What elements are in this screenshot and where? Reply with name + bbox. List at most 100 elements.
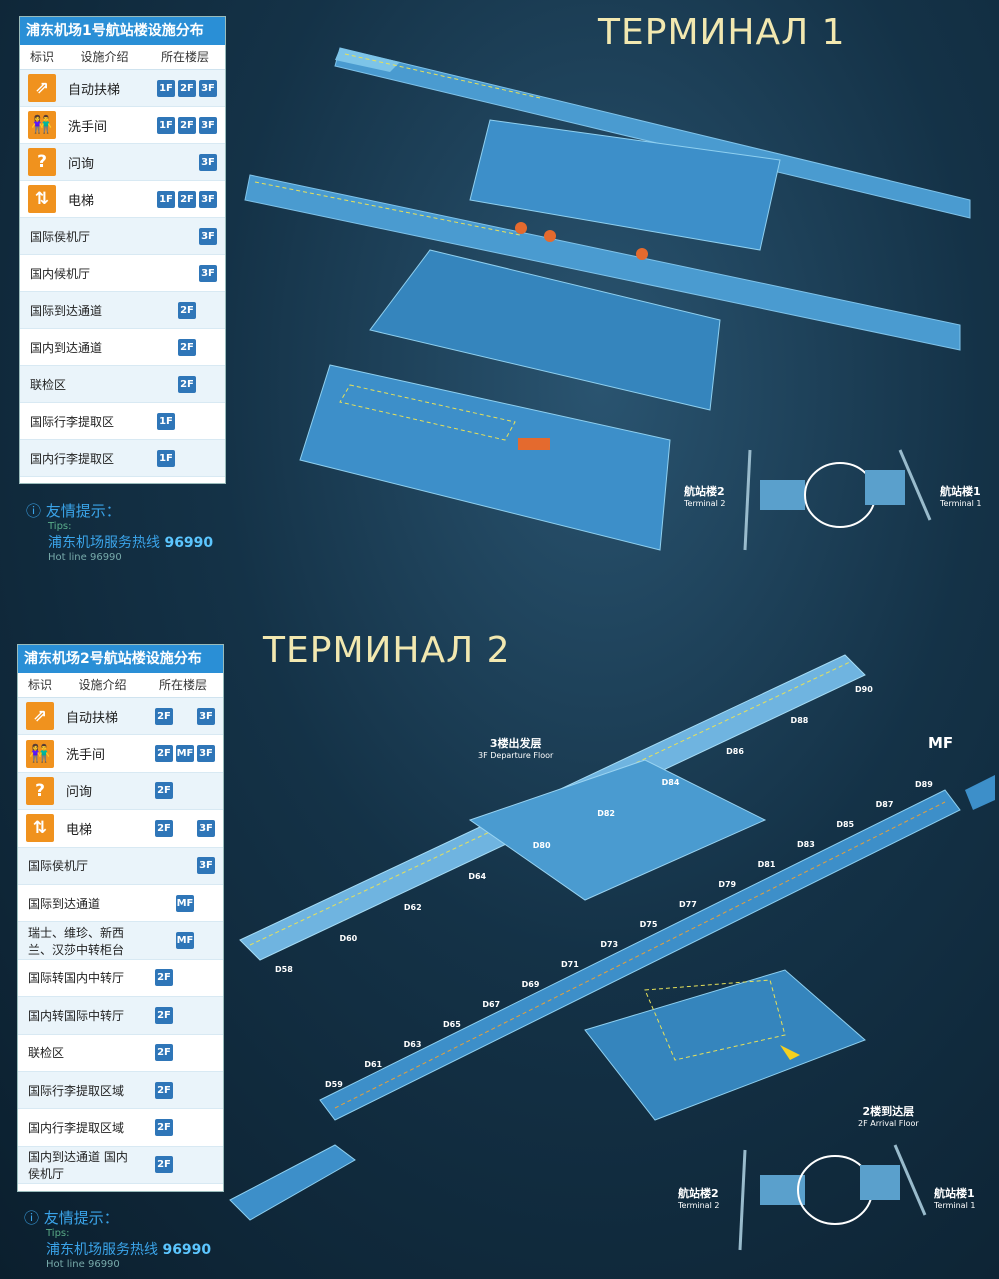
floor-badge — [199, 339, 217, 356]
gate-label: D65 — [443, 1020, 461, 1029]
info-icon: ⓘ — [26, 502, 42, 520]
floor-badge — [178, 228, 196, 245]
floor-badge — [197, 932, 215, 949]
floor-badge — [176, 1007, 194, 1024]
gate-label: D85 — [836, 820, 855, 829]
legend-row: 国际到达通道 MF — [18, 885, 223, 923]
mf-floor-label: MF — [928, 734, 954, 752]
gate-label: D75 — [639, 920, 658, 929]
floor-badge — [176, 1044, 194, 1061]
legend-header: 标识 设施介绍 所在楼层 — [20, 45, 225, 70]
floor-badge — [199, 450, 217, 467]
header-desc-col: 设施介绍 — [78, 678, 127, 692]
floor-badge — [157, 265, 175, 282]
legend-row-label: 国内候机厅 — [30, 266, 91, 281]
gate-label: D84 — [661, 778, 680, 788]
tips-label-en: Tips: — [46, 1228, 70, 1239]
floor-badge: 3F — [199, 153, 217, 171]
legend-row: 国内到达通道 国内侯机厅 2F — [18, 1146, 223, 1185]
legend-row-label: 联检区 — [28, 1046, 65, 1061]
floor-badge — [176, 969, 194, 986]
gate-label: D61 — [364, 1060, 383, 1069]
floor-badge — [178, 154, 196, 171]
floor-badge: 3F — [199, 116, 217, 134]
floor-badge: 2F — [178, 79, 196, 97]
floor-badge: MF — [176, 745, 194, 763]
legend-row-label: 电梯 — [68, 193, 95, 209]
tips-label: 友情提示： — [45, 502, 121, 520]
floor-badge: 2F — [155, 969, 173, 987]
floor-badge: 1F — [157, 79, 175, 97]
floor-badge: 3F — [197, 819, 215, 837]
floor-badge: 1F — [157, 116, 175, 134]
floor-badge: 2F — [155, 819, 173, 837]
hotline-en: Hot line 96990 — [48, 552, 122, 563]
floor-badge — [197, 1119, 215, 1136]
legend-row-label: 国内行李提取区域 — [28, 1120, 125, 1135]
floor-badge — [178, 413, 196, 430]
terminal2-map — [229, 654, 995, 1251]
floor-badge — [176, 1082, 194, 1099]
floor-badge — [176, 708, 194, 725]
gate-label: D69 — [521, 980, 540, 989]
restroom-icon: 👫 — [28, 111, 56, 139]
legend-row-label: 国际到达通道 — [28, 896, 101, 911]
floor-badge: 2F — [155, 1081, 173, 1099]
floor-badge: 1F — [157, 449, 175, 467]
floor-badge: MF — [176, 894, 194, 912]
floor-badge — [178, 265, 196, 282]
floor-badge — [157, 154, 175, 171]
floor-badge: 3F — [199, 79, 217, 97]
question-icon: ? — [26, 776, 54, 805]
terminal1-map — [244, 47, 971, 551]
tips-label: 友情提示： — [43, 1209, 119, 1227]
gate-label: D60 — [339, 933, 358, 943]
hotline-text: 浦东机场服务热线 — [46, 1242, 158, 1258]
floor-badge — [155, 932, 173, 949]
gate-label: D90 — [855, 685, 873, 694]
floor-badge — [157, 376, 175, 393]
header-icon-col: 标识 — [27, 678, 52, 692]
legend-row-label: 自动扶梯 — [68, 82, 121, 98]
hotline-number: 96990 — [164, 535, 214, 551]
legend-row-label: 瑞士、维珍、新西兰、汉莎中转柜台 — [28, 925, 125, 957]
floor-badge: MF — [176, 932, 194, 950]
floor-badge: 2F — [155, 745, 173, 763]
legend-row-label: 洗手间 — [68, 119, 108, 135]
legend-row-label: 联检区 — [30, 377, 67, 392]
floor-badge — [197, 1082, 215, 1099]
floor-badge: 3F — [197, 857, 215, 875]
legend-row-label: 国内到达通道 国内侯机厅 — [28, 1149, 128, 1181]
floor-badge — [176, 857, 194, 874]
legend-row-label: 国际侯机厅 — [28, 859, 89, 874]
floor-badge: 2F — [155, 1006, 173, 1024]
tips-label-en: Tips: — [48, 521, 72, 532]
hotline-text: 浦东机场服务热线 — [48, 535, 160, 551]
floor-badge — [157, 228, 175, 245]
floor-badge — [157, 302, 175, 319]
floor-badge: 2F — [155, 782, 173, 800]
legend-row-label: 国际行李提取区 — [30, 414, 115, 429]
floor-badge: 2F — [155, 1156, 173, 1174]
legend-row-label: 国际行李提取区域 — [28, 1083, 125, 1098]
header-floor-col: 所在楼层 — [158, 678, 207, 692]
legend-row: 国际侯机厅 3F — [18, 847, 223, 885]
floor-badge: 1F — [157, 412, 175, 430]
legend-row-label: 国际到达通道 — [30, 303, 103, 318]
floor-badge: 2F — [178, 375, 196, 393]
